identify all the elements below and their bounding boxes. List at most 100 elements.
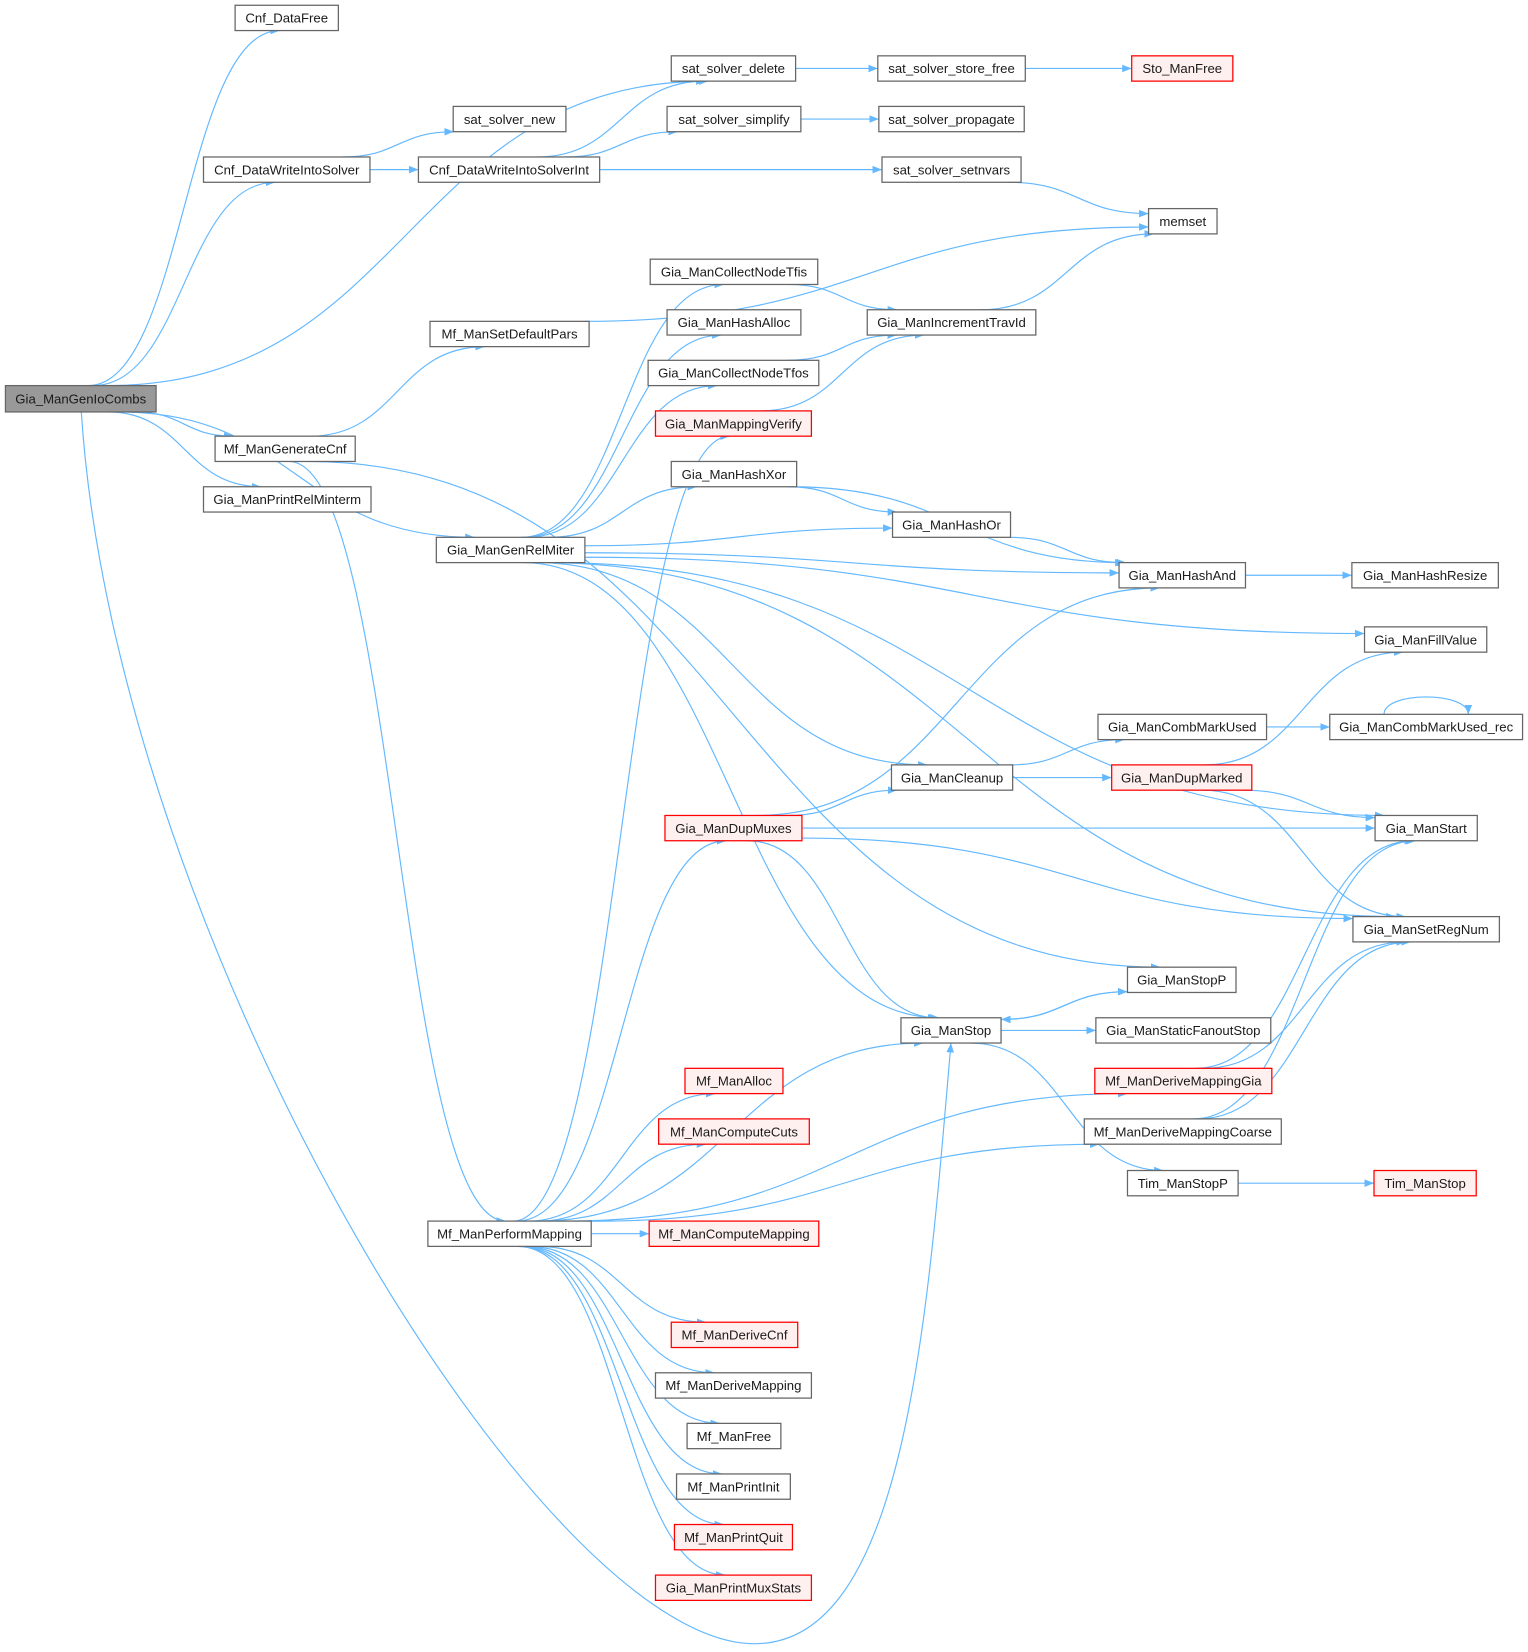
node-gia-mancombmarkused-rec[interactable]: Gia_ManCombMarkUsed_rec	[1329, 713, 1524, 741]
node-label: Gia_ManHashXor	[682, 467, 787, 482]
edge-gia-mangeniocombs-to-gia-mangenrelmiter	[118, 411, 475, 542]
node-gia-manhashxor[interactable]: Gia_ManHashXor	[670, 460, 798, 488]
node-label: Gia_ManCleanup	[901, 770, 1003, 785]
node-gia-manprintmuxstats[interactable]: Gia_ManPrintMuxStats	[654, 1574, 813, 1602]
node-label: Gia_ManGenIoCombs	[15, 392, 146, 407]
edge-mf-mangeneratecnf-to-mf-mansetdefaultpars	[309, 342, 485, 437]
node-box	[435, 536, 586, 564]
node-sto-manfree[interactable]: Sto_ManFree	[1131, 55, 1234, 82]
node-mf-manprintinit[interactable]: Mf_ManPrintInit	[675, 1473, 791, 1500]
node-tim-manstopp[interactable]: Tim_ManStopP	[1126, 1169, 1239, 1197]
node-mf-manderivemappingcoarse[interactable]: Mf_ManDeriveMappingCoarse	[1083, 1118, 1282, 1145]
node-box	[1097, 713, 1268, 741]
edge-gia-manstopp-to-gia-manstop	[1001, 991, 1128, 1024]
node-gia-manstart[interactable]: Gia_ManStart	[1374, 814, 1478, 842]
node-label: Gia_ManHashAlloc	[678, 315, 791, 330]
edge-mf-manperformmapping-to-mf-manfree	[523, 1245, 720, 1428]
node-sat-solver-setnvars[interactable]: sat_solver_setnvars	[881, 156, 1022, 183]
node-gia-manstop[interactable]: Gia_ManStop	[900, 1017, 1002, 1044]
node-gia-mandupmarked[interactable]: Gia_ManDupMarked	[1111, 764, 1253, 791]
node-gia-mangeniocombs[interactable]: Gia_ManGenIoCombs	[4, 384, 157, 413]
node-tim-manstop[interactable]: Tim_ManStop	[1373, 1169, 1477, 1197]
node-mf-mangeneratecnf[interactable]: Mf_ManGenerateCnf	[214, 435, 356, 463]
node-box	[866, 309, 1037, 336]
edge-gia-mandupmuxes-to-gia-mansetregnum	[801, 837, 1353, 923]
node-label: Gia_ManStopP	[1137, 973, 1226, 988]
node-box	[452, 105, 567, 133]
node-box	[686, 1422, 782, 1450]
node-mf-manderivemapping[interactable]: Mf_ManDeriveMapping	[654, 1372, 813, 1399]
node-box	[234, 4, 339, 32]
node-box	[670, 460, 798, 488]
node-gia-manmappingverify[interactable]: Gia_ManMappingVerify	[654, 410, 813, 437]
edge-mf-mangeneratecnf-to-gia-manstopp	[306, 460, 1161, 971]
edge-gia-mancollectnodetfis-to-gia-manincrementtravid	[788, 283, 898, 314]
node-gia-mancollectnodetfis[interactable]: Gia_ManCollectNodeTfis	[649, 258, 819, 286]
node-gia-manfillvalue[interactable]: Gia_ManFillValue	[1363, 626, 1488, 653]
node-gia-manstaticfanoutstop[interactable]: Gia_ManStaticFanoutStop	[1095, 1017, 1272, 1044]
node-box	[1126, 966, 1237, 994]
node-mf-manprintquit[interactable]: Mf_ManPrintQuit	[673, 1523, 794, 1551]
node-mf-manderivemappinggia[interactable]: Mf_ManDeriveMappingGia	[1094, 1067, 1273, 1095]
node-gia-mancleanup[interactable]: Gia_ManCleanup	[890, 764, 1014, 791]
node-box	[1373, 1169, 1477, 1197]
edge-gia-manincrementtravid-to-memset	[980, 230, 1154, 311]
node-mf-mancomputecuts[interactable]: Mf_ManComputeCuts	[658, 1118, 810, 1145]
node-mf-mancomputemapping[interactable]: Mf_ManComputeMapping	[648, 1220, 820, 1248]
node-gia-mancollectnodetfos[interactable]: Gia_ManCollectNodeTfos	[647, 359, 820, 387]
edge-cnf-datawriteintosolverint-to-sat-solver-delete	[537, 77, 706, 158]
node-label: Gia_ManCollectNodeTfis	[661, 265, 808, 280]
node-sat-solver-new[interactable]: sat_solver_new	[452, 105, 567, 133]
node-sat-solver-delete[interactable]: sat_solver_delete	[670, 55, 797, 82]
node-gia-manstopp[interactable]: Gia_ManStopP	[1126, 966, 1237, 994]
node-box	[1329, 713, 1524, 741]
node-gia-manhashor[interactable]: Gia_ManHashOr	[891, 511, 1012, 538]
node-mf-manperformmapping[interactable]: Mf_ManPerformMapping	[427, 1220, 592, 1248]
node-box	[1131, 55, 1234, 82]
node-box	[214, 435, 356, 463]
node-mf-manfree[interactable]: Mf_ManFree	[686, 1422, 782, 1450]
node-box	[1374, 814, 1478, 842]
edge-gia-mangenrelmiter-to-gia-mancollectnodetfis	[520, 280, 724, 538]
edge-mf-manperformmapping-to-mf-manderivemappingcoarse	[591, 1140, 1100, 1222]
node-cnf-datafree[interactable]: Cnf_DataFree	[234, 4, 339, 32]
node-gia-manhashresize[interactable]: Gia_ManHashResize	[1351, 561, 1499, 589]
node-label: Gia_ManFillValue	[1374, 632, 1477, 647]
node-gia-manprintrelminterm[interactable]: Gia_ManPrintRelMinterm	[202, 486, 372, 513]
node-label: Gia_ManDupMuxes	[675, 821, 792, 836]
edge-mf-manperformmapping-to-mf-manderivecnf	[537, 1245, 707, 1327]
node-mf-manalloc[interactable]: Mf_ManAlloc	[684, 1067, 784, 1095]
edge-cnf-datawriteintosolverint-to-sat-solver-simplify	[565, 127, 678, 158]
node-box	[654, 410, 813, 437]
node-gia-manhashalloc[interactable]: Gia_ManHashAlloc	[666, 309, 802, 336]
edge-mf-manperformmapping-to-gia-mandupmuxes	[516, 836, 727, 1222]
node-box	[684, 1067, 784, 1095]
node-box	[1118, 561, 1247, 589]
node-label: Mf_ManDeriveMappingGia	[1105, 1074, 1262, 1089]
node-label: Mf_ManComputeMapping	[658, 1226, 809, 1241]
node-gia-mansetregnum[interactable]: Gia_ManSetRegNum	[1352, 915, 1501, 943]
node-gia-manincrementtravid[interactable]: Gia_ManIncrementTravId	[866, 309, 1037, 336]
edge-gia-mangenrelmiter-to-gia-mansetregnum	[541, 562, 1396, 921]
edge-sat-solver-setnvars-to-memset	[1008, 181, 1149, 218]
node-sat-solver-store-free[interactable]: sat_solver_store_free	[877, 55, 1026, 82]
node-box	[673, 1523, 794, 1551]
node-gia-manhashand[interactable]: Gia_ManHashAnd	[1118, 561, 1247, 589]
node-cnf-datawriteintosolverint[interactable]: Cnf_DataWriteIntoSolverInt	[417, 156, 601, 183]
node-label: Mf_ManPerformMapping	[437, 1226, 582, 1241]
node-mf-manderivecnf[interactable]: Mf_ManDeriveCnf	[670, 1321, 799, 1349]
node-gia-mandupmuxes[interactable]: Gia_ManDupMuxes	[664, 814, 803, 842]
node-label: Mf_ManDeriveCnf	[681, 1328, 787, 1343]
node-label: Cnf_DataWriteIntoSolverInt	[429, 162, 589, 177]
edge-gia-mangenrelmiter-to-gia-manhashand	[584, 552, 1120, 577]
node-mf-mansetdefaultpars[interactable]: Mf_ManSetDefaultPars	[429, 320, 590, 348]
node-sat-solver-propagate[interactable]: sat_solver_propagate	[878, 105, 1025, 133]
node-gia-mancombmarkused[interactable]: Gia_ManCombMarkUsed	[1097, 713, 1268, 741]
node-sat-solver-simplify[interactable]: sat_solver_simplify	[666, 105, 802, 133]
node-cnf-datawriteintosolver[interactable]: Cnf_DataWriteIntoSolver	[202, 156, 371, 183]
node-memset[interactable]: memset	[1147, 207, 1218, 235]
edge-gia-mandupmuxes-to-gia-mancleanup	[788, 786, 898, 817]
node-label: Mf_ManComputeCuts	[670, 1124, 798, 1139]
node-gia-mangenrelmiter[interactable]: Gia_ManGenRelMiter	[435, 536, 586, 564]
edge-gia-manhashor-to-gia-manhashand	[1009, 536, 1125, 567]
